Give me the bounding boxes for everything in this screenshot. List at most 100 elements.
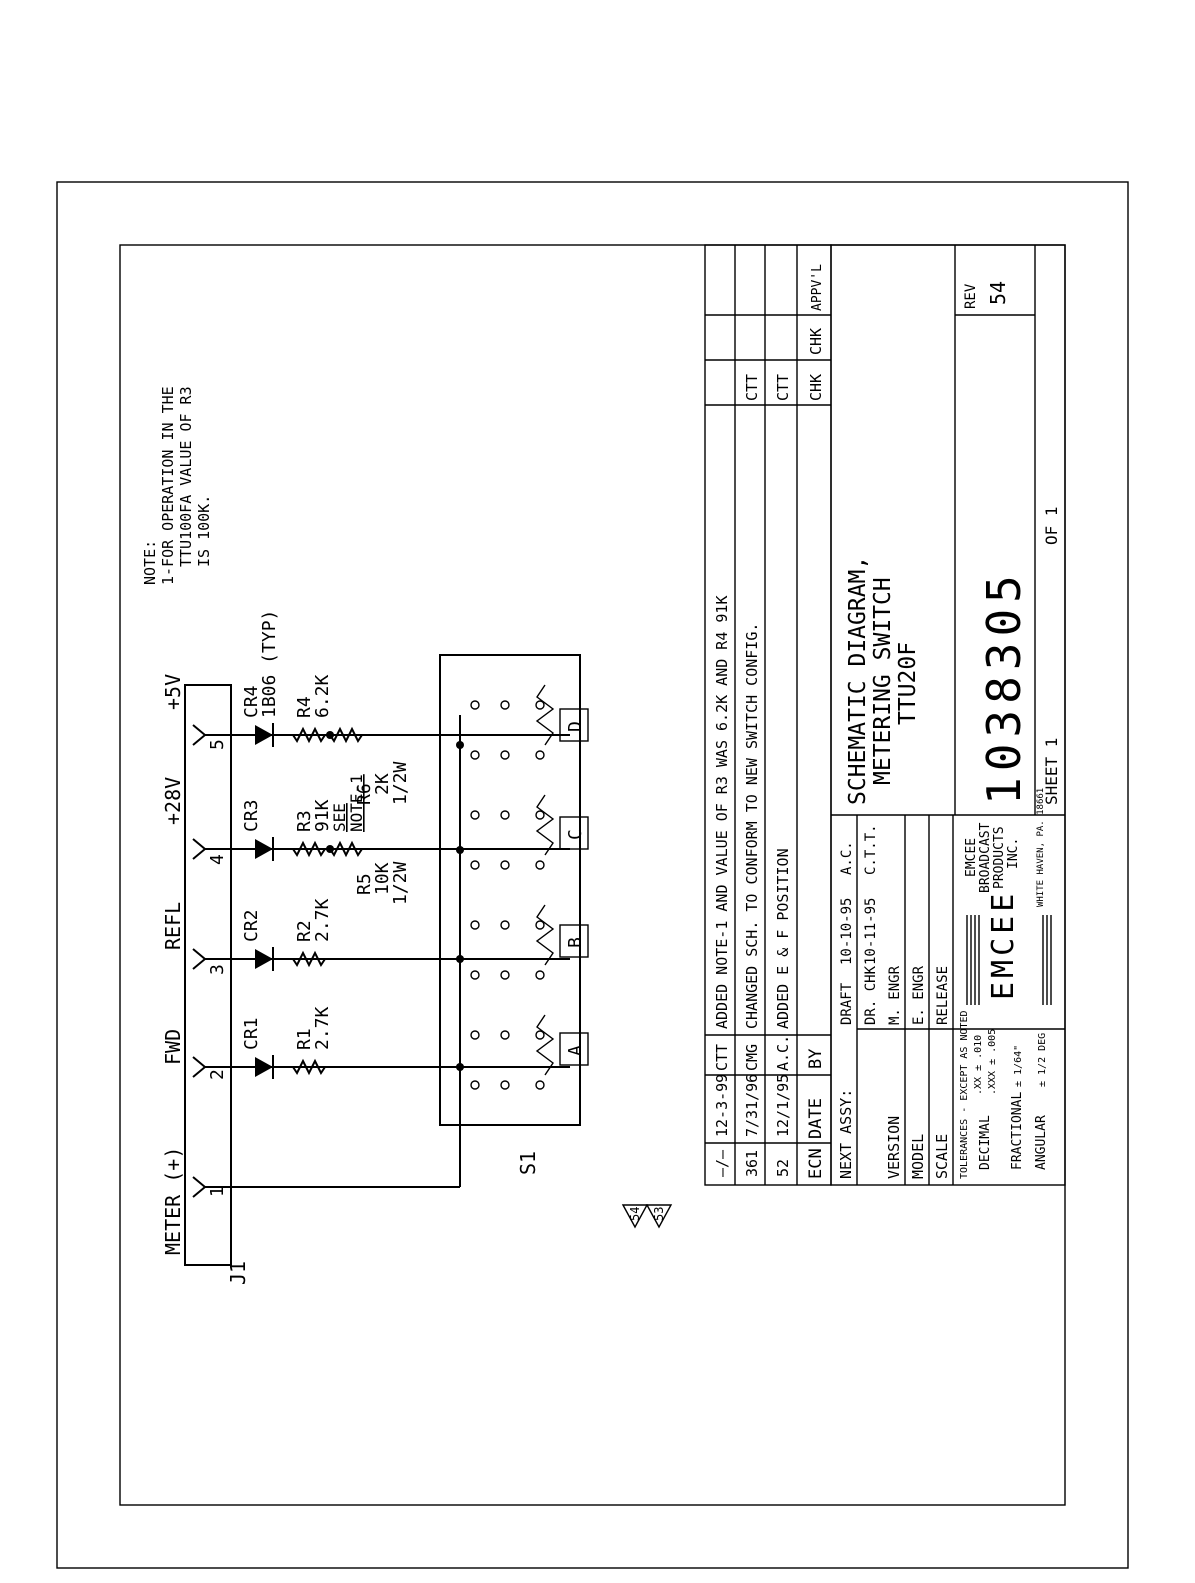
r1-value: 2.7K xyxy=(312,1006,333,1050)
switch-pos-d: D xyxy=(565,721,586,732)
r6-ref: R6 xyxy=(354,783,375,805)
r2-ref: R2 xyxy=(294,920,315,942)
outer-border xyxy=(56,181,1129,1569)
company-name-1: EMCEE xyxy=(964,838,979,877)
r5-value: 10K xyxy=(372,862,393,895)
tol-decimal: DECIMAL xyxy=(978,1115,993,1170)
company-name-2: BROADCAST xyxy=(978,822,993,893)
pin3-signal: REFL xyxy=(161,902,185,950)
note-line3: TTU100FA VALUE OF R3 xyxy=(177,386,195,567)
resistors: R1 2.7K R2 2.7K R3 91K SEE NOTE-1 R4 6.2… xyxy=(292,674,411,1076)
logo-text: EMCEE xyxy=(986,890,1021,1000)
tol-angular: ANGULAR xyxy=(1034,1115,1049,1170)
switch-pos-c: C xyxy=(565,829,586,840)
r3-note-b: NOTE-1 xyxy=(347,774,366,832)
company-name-4: INC. xyxy=(1006,838,1021,869)
pin5-signal: +5V xyxy=(161,674,185,710)
company-logo: EMCEE xyxy=(966,890,1052,1005)
release-label: RELEASE xyxy=(935,966,951,1025)
r2-value: 2.7K xyxy=(312,898,333,942)
draft-label: DRAFT xyxy=(839,982,855,1025)
rev1-by: CTT xyxy=(713,1044,731,1071)
tol-fractional: FRACTIONAL xyxy=(1010,1092,1025,1170)
tol-ang-val: ± 1/2 DEG xyxy=(1037,1033,1048,1087)
cr4-label: CR4 xyxy=(241,685,262,718)
r6-value: 2K xyxy=(372,773,393,795)
rev1-date: 12-3-99 xyxy=(713,1074,731,1137)
rev-header-ecn: ECN xyxy=(806,1148,826,1179)
title-line2: METERING SWITCH xyxy=(870,577,896,785)
switch-pos-b: B xyxy=(565,937,586,948)
rev-header-appvl: APPV'L xyxy=(810,264,825,311)
version-label: VERSION xyxy=(885,1116,903,1179)
r3-note-a: SEE xyxy=(330,803,349,832)
r5-ref: R5 xyxy=(354,873,375,895)
r5-power: 1/2W xyxy=(390,861,411,905)
drchk-by: C.T.T. xyxy=(863,824,879,875)
revision-block: —/— 12-3-99 CTT ADDED NOTE-1 AND VALUE O… xyxy=(704,244,832,1186)
model-label: MODEL xyxy=(909,1134,927,1179)
rev-header-by: BY xyxy=(806,1049,826,1069)
r1-ref: R1 xyxy=(294,1028,315,1050)
r6-power: 1/2W xyxy=(390,761,411,805)
note-block: NOTE: 1-FOR OPERATION IN THE TTU100FA VA… xyxy=(141,386,213,585)
title-line3: TTU20F xyxy=(895,642,921,725)
pin5-num: 5 xyxy=(207,739,228,750)
scale-label: SCALE xyxy=(933,1134,951,1179)
inner-border xyxy=(119,244,1066,1506)
company-address: WHITE HAVEN, PA. 18661 xyxy=(1036,788,1046,907)
drchk-label: DR. CHK xyxy=(863,965,879,1025)
rev-flag-54 xyxy=(621,1204,649,1229)
pin2-signal: FWD xyxy=(161,1029,185,1065)
rev3-by: A.C. xyxy=(774,1035,792,1071)
rev-flag-54-label: 54 xyxy=(628,1207,642,1221)
diodes: CR1 CR2 CR3 CR4 1B06 (TYP) xyxy=(241,610,280,1079)
rev2-by: CMG xyxy=(743,1044,761,1071)
rev3-desc: ADDED E & F POSITION xyxy=(774,848,792,1029)
switch-s1: S1 A B C D xyxy=(439,654,589,1175)
note-line2: 1-FOR OPERATION IN THE xyxy=(159,386,177,585)
company-name-3: PRODUCTS xyxy=(992,826,1007,889)
connector-ref: J1 xyxy=(226,1261,250,1285)
rev2-chk: CTT xyxy=(743,374,761,401)
rev-flag-53 xyxy=(645,1204,673,1229)
tol-xx: .XX ± .010 xyxy=(973,1035,984,1095)
rev2-desc: CHANGED SCH. TO CONFORM TO NEW SWITCH CO… xyxy=(743,623,761,1029)
switch-pos-a: A xyxy=(565,1045,586,1056)
switch-body xyxy=(439,654,581,1126)
rev1-desc: ADDED NOTE-1 AND VALUE OF R3 WAS 6.2K AN… xyxy=(713,596,731,1029)
note-line4: IS 100K. xyxy=(195,495,213,567)
pin3-num: 3 xyxy=(207,964,228,975)
draft-date: 10-10-95 xyxy=(839,898,855,965)
sheet-label: SHEET 1 xyxy=(1042,738,1061,805)
rev-label: REV xyxy=(963,283,979,309)
r4-value: 6.2K xyxy=(312,674,333,718)
tol-title: TOLERANCES - EXCEPT AS NOTED xyxy=(959,1010,970,1179)
rev3-chk: CTT xyxy=(774,374,792,401)
connector-j1: J1 METER (+) FWD REFL +28V +5V 1 2 3 4 5 xyxy=(161,674,250,1285)
rev3-date: 12/1/95 xyxy=(774,1074,792,1137)
rev-header-chk2: CHK xyxy=(807,328,825,355)
rev-value: 54 xyxy=(986,281,1010,305)
draft-by: A.C. xyxy=(839,841,855,875)
r3-value: 91K xyxy=(312,799,333,832)
drawing-rotated: NOTE: 1-FOR OPERATION IN THE TTU100FA VA… xyxy=(141,244,1066,1285)
switch-ref: S1 xyxy=(516,1151,540,1175)
m-engr-label: M. ENGR xyxy=(887,965,903,1025)
r4-ref: R4 xyxy=(294,696,315,718)
pin4-num: 4 xyxy=(207,854,228,865)
title-line1: SCHEMATIC DIAGRAM, xyxy=(845,556,871,805)
next-assy-label: NEXT ASSY: xyxy=(837,1089,855,1179)
tol-xxx: .XXX ± .005 xyxy=(987,1029,998,1095)
pin2-num: 2 xyxy=(207,1069,228,1080)
rev1-ecn: —/— xyxy=(713,1149,731,1177)
rev2-date: 7/31/96 xyxy=(743,1074,761,1137)
r3-ref: R3 xyxy=(294,810,315,832)
rev-header-chk: CHK xyxy=(807,374,825,401)
drchk-date: 10-11-95 xyxy=(863,898,879,965)
rev-header-date: DATE xyxy=(806,1098,826,1139)
tol-frac-val: ± 1/64" xyxy=(1013,1045,1024,1087)
rev3-ecn: 52 xyxy=(774,1159,792,1177)
cr2-label: CR2 xyxy=(241,909,262,942)
